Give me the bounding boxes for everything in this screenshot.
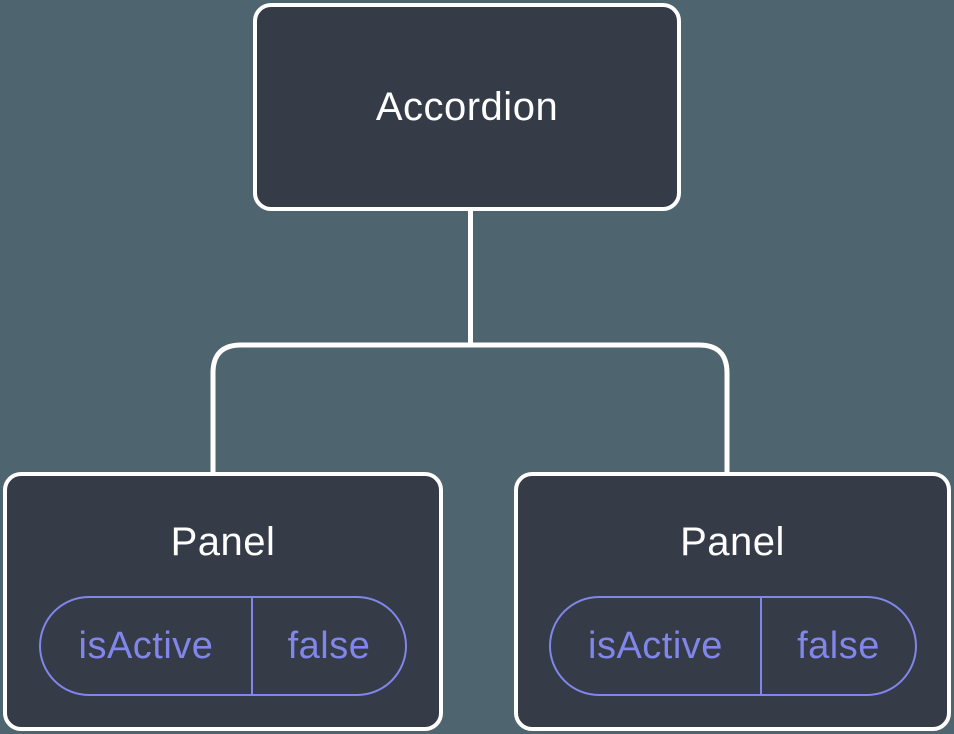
panel-left-label: Panel <box>170 520 276 564</box>
state-value-label: false <box>287 624 371 667</box>
root-node-accordion: Accordion <box>253 3 681 211</box>
connector-branch <box>210 342 730 474</box>
panel-node-left: Panel isActive false <box>3 472 443 731</box>
panel-left-state-pill: isActive false <box>39 596 407 696</box>
state-key-label: isActive <box>551 598 763 694</box>
state-value-label: false <box>797 624 880 667</box>
panel-node-right: Panel isActive false <box>514 472 951 731</box>
state-key-label: isActive <box>41 598 253 694</box>
panel-right-label: Panel <box>680 520 785 564</box>
root-node-label: Accordion <box>375 84 559 129</box>
panel-right-state-pill: isActive false <box>548 596 917 696</box>
